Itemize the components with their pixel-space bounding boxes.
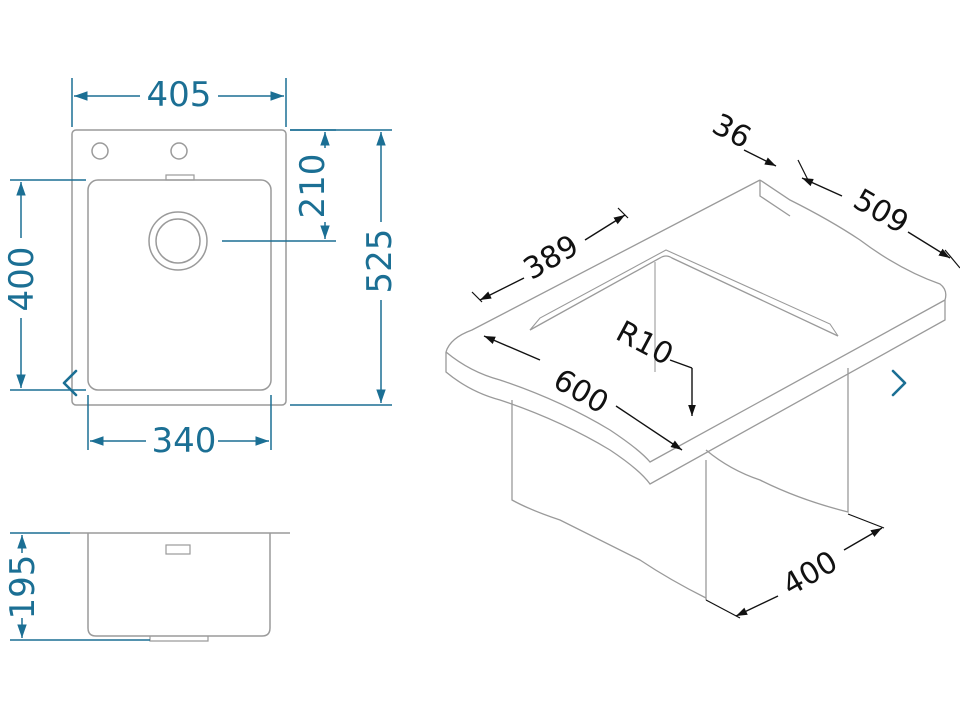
dimension-iso-509: 509 [797, 159, 960, 269]
label-iso-36: 36 [706, 107, 756, 156]
chevron-right-icon [891, 369, 907, 397]
label-iso-509: 509 [847, 182, 914, 241]
dimension-depth-total: 525 [290, 129, 400, 406]
dimension-width-total: 405 [71, 75, 287, 127]
label-bowl-width: 340 [152, 421, 217, 461]
countertop-back-thickness [759, 180, 791, 217]
dimension-side-height: 195 [3, 532, 150, 641]
previous-image-button[interactable] [54, 366, 88, 400]
overflow-slot [165, 174, 195, 181]
label-iso-389: 389 [518, 228, 585, 287]
drain-inner [155, 218, 201, 264]
countertop-back-wave [759, 179, 947, 301]
next-image-button[interactable] [881, 366, 915, 400]
sink-opening-outline [529, 255, 839, 337]
side-drain [149, 636, 209, 642]
dimension-iso-389: 389 [471, 207, 629, 303]
iso-view: 36 509 389 R10 600 [445, 107, 960, 619]
label-iso-600: 600 [547, 362, 614, 421]
dimension-bowl-width: 340 [87, 395, 272, 461]
drain-outer [148, 211, 208, 271]
dimension-bowl-depth: 400 [2, 179, 86, 391]
label-drain-offset: 210 [293, 154, 333, 219]
tap-hole-left [91, 142, 109, 160]
label-iso-r10: R10 [610, 314, 679, 373]
side-view: 195 [3, 532, 290, 642]
tap-hole-right [170, 142, 188, 160]
countertop-front-edge [445, 299, 946, 463]
dimension-iso-36: 36 [706, 107, 777, 167]
cabinet-left-side [511, 400, 707, 599]
label-width-total: 405 [147, 75, 212, 115]
label-depth-total: 525 [360, 229, 400, 294]
cabinet-right-side [705, 368, 849, 600]
countertop-front-thickness [445, 300, 946, 485]
chevron-left-icon [62, 369, 78, 397]
dimension-iso-400: 400 [705, 513, 885, 619]
top-view: 405 340 400 210 [2, 75, 400, 461]
countertop-top-edge [445, 179, 761, 353]
side-overflow [165, 544, 191, 555]
label-iso-400: 400 [777, 544, 844, 603]
dimension-iso-r10: R10 [610, 314, 696, 416]
label-bowl-depth: 400 [2, 247, 42, 312]
sink-outer-outline [71, 129, 287, 406]
side-bowl-outline [87, 533, 271, 637]
dimension-drain-offset: 210 [222, 129, 336, 242]
sink-opening-inner [529, 249, 839, 337]
label-side-height: 195 [3, 555, 43, 620]
